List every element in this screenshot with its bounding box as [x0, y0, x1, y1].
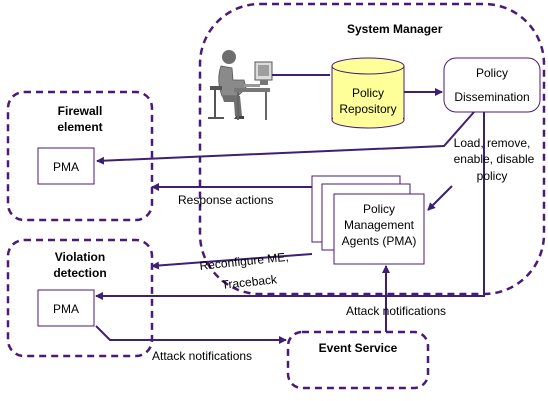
event-service-title: Event Service — [319, 341, 398, 355]
dissemination-to-firewall-arrow — [96, 111, 475, 165]
system-manager-title: System Manager — [347, 22, 443, 36]
pma-stack-line3: Agents (PMA) — [342, 234, 417, 248]
dissemination-to-pma-arrow — [427, 185, 453, 211]
system-manager-boundary — [198, 2, 546, 296]
violation-to-event-arrow — [95, 325, 287, 344]
policy-repository-line2: Repository — [339, 102, 396, 116]
reconfigure-arrow — [151, 253, 313, 270]
policy-dissemination-box — [443, 57, 541, 113]
response-actions-label: Response actions — [178, 193, 273, 207]
violation-title-line2: detection — [53, 266, 106, 280]
firewall-pma-box — [37, 147, 95, 185]
reconfigure-label-line2: Traceback — [221, 272, 279, 292]
load-policy-line2: enable, disable — [454, 152, 535, 166]
pma-stack-line2: Management — [344, 218, 415, 232]
firewall-pma-label: PMA — [53, 160, 79, 174]
violation-detection-boundary — [6, 238, 154, 358]
person-at-computer-icon — [208, 50, 273, 120]
attack-notifications-upper-label: Attack notifications — [346, 304, 446, 318]
firewall-element-boundary — [6, 90, 154, 222]
policy-repository — [331, 57, 405, 129]
load-policy-line3: policy — [477, 169, 508, 183]
violation-pma-label: PMA — [53, 302, 79, 316]
policy-repository-line1: Policy — [352, 86, 384, 100]
attack-notifications-lower-label: Attack notifications — [152, 349, 252, 363]
load-policy-line1: Load, remove, — [454, 136, 531, 150]
policy-dissemination-line2: Dissemination — [454, 90, 529, 104]
dissemination-to-violation-pma-arrow — [95, 112, 485, 300]
firewall-title-line2: element — [57, 120, 102, 134]
reconfigure-label-line1: Reconfigure ME, — [199, 250, 289, 273]
pma-stack-front — [333, 193, 425, 265]
policy-dissemination-line1: Policy — [476, 66, 508, 80]
violation-pma-box — [37, 289, 95, 327]
violation-title-line1: Violation — [55, 250, 105, 264]
pma-stack-line1: Policy — [363, 202, 395, 216]
firewall-title-line1: Firewall — [58, 104, 103, 118]
event-service-boundary — [286, 330, 430, 390]
